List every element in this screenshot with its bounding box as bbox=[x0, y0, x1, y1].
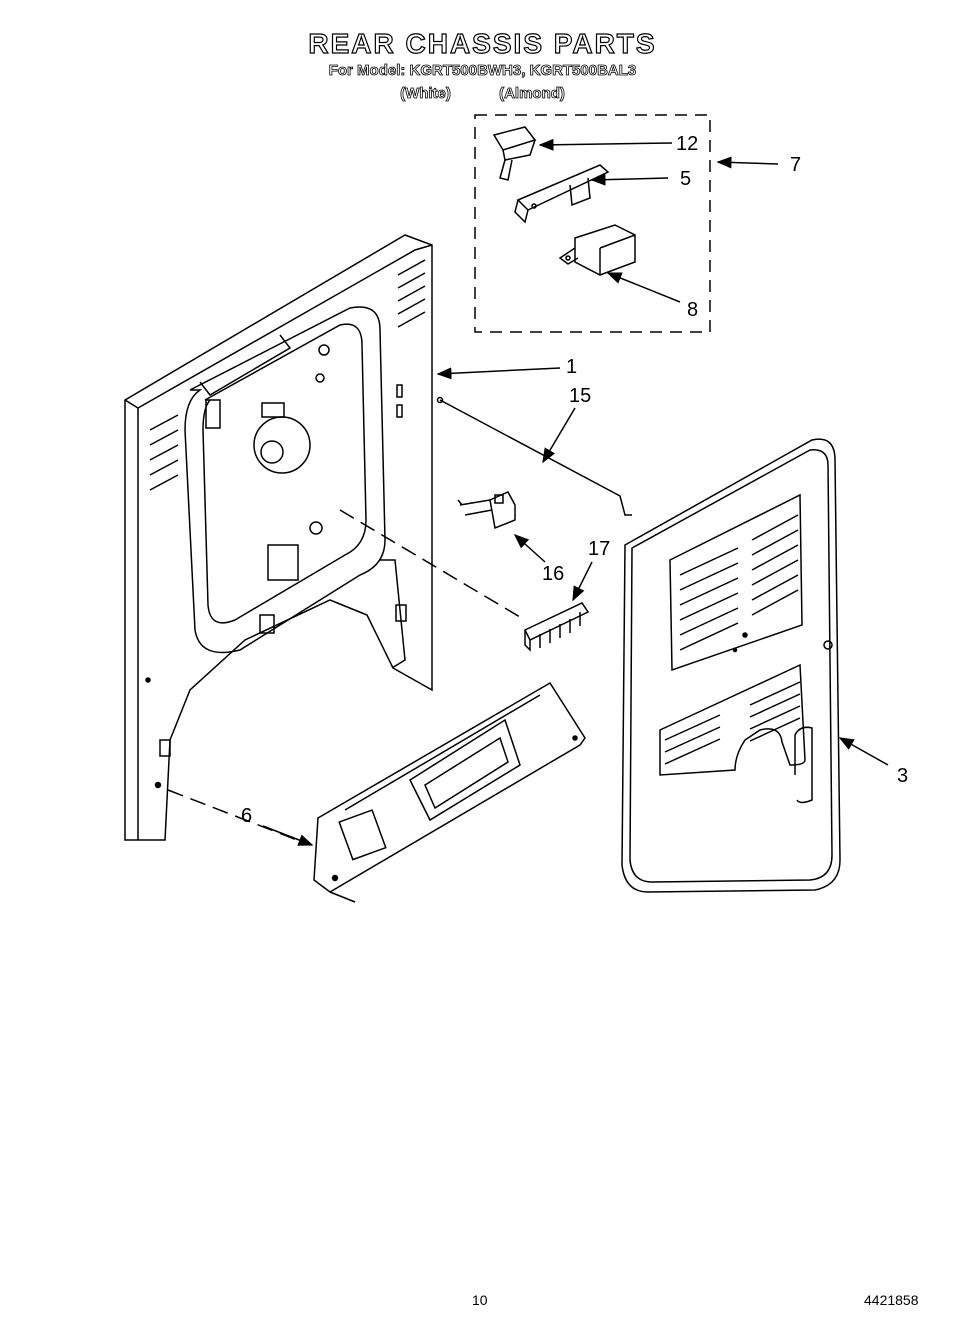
color-white: (White) bbox=[400, 85, 452, 103]
part-3-rear-cover bbox=[621, 438, 841, 893]
alignment-line bbox=[339, 509, 526, 621]
part-1-rear-chassis-panel bbox=[124, 234, 433, 841]
callout-5: 5 bbox=[680, 168, 691, 190]
part-6-lower-bracket bbox=[313, 681, 586, 903]
part-15-rod bbox=[436, 396, 632, 516]
callout-7: 7 bbox=[790, 154, 801, 176]
callout-8: 8 bbox=[687, 299, 698, 321]
page-number: 10 bbox=[472, 1292, 488, 1308]
callout-6: 6 bbox=[241, 805, 252, 827]
page-title: REAR CHASSIS PARTS bbox=[308, 27, 657, 59]
callout-1: 1 bbox=[566, 356, 577, 378]
color-almond: (Almond) bbox=[499, 85, 566, 103]
part-8-solenoid bbox=[558, 224, 636, 276]
callout-3: 3 bbox=[897, 765, 908, 787]
model-line: For Model: KGRT500BWH3, KGRT500BAL3 bbox=[328, 62, 637, 80]
leader-arrows bbox=[262, 138, 889, 846]
assembly-7-box bbox=[474, 114, 711, 333]
color-line: (White) (Almond) bbox=[0, 85, 965, 103]
callout-15: 15 bbox=[569, 385, 591, 407]
document-number: 4421858 bbox=[864, 1292, 919, 1308]
callout-17: 17 bbox=[588, 538, 610, 560]
part-5-bracket bbox=[514, 164, 610, 224]
callout-16: 16 bbox=[542, 563, 564, 585]
callout-12: 12 bbox=[676, 133, 698, 155]
part-16-component bbox=[457, 491, 516, 530]
part-17-terminal-block bbox=[523, 602, 590, 652]
part-12-switch bbox=[492, 126, 537, 181]
